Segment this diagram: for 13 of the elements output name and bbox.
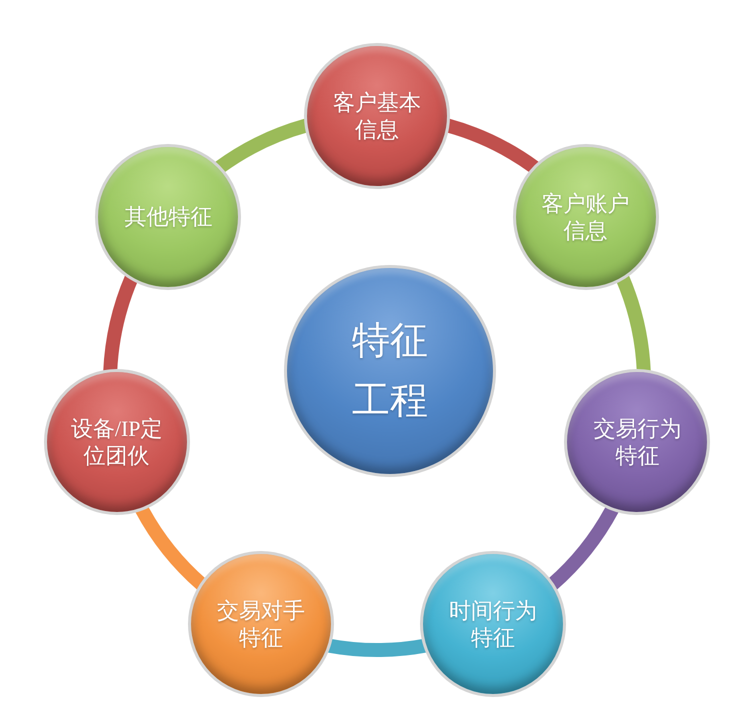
ring-connector (136, 505, 207, 590)
topic-label: 交易对手特征 (216, 596, 306, 651)
ring-connector (547, 505, 618, 590)
hub-label: 特征工程 (351, 319, 429, 424)
topic-label: 交易行为特征 (592, 415, 682, 470)
topic-label: 客户账户信息 (540, 190, 631, 244)
topic-label: 客户基本信息 (332, 89, 422, 143)
ring-connector (328, 638, 426, 657)
ring-connector (616, 274, 651, 372)
topic-label: 其他特征 (123, 203, 214, 230)
topic-label: 设备/IP定位团伙 (70, 415, 164, 470)
ring-connector (103, 274, 138, 372)
topic-label: 时间行为特征 (448, 596, 538, 651)
